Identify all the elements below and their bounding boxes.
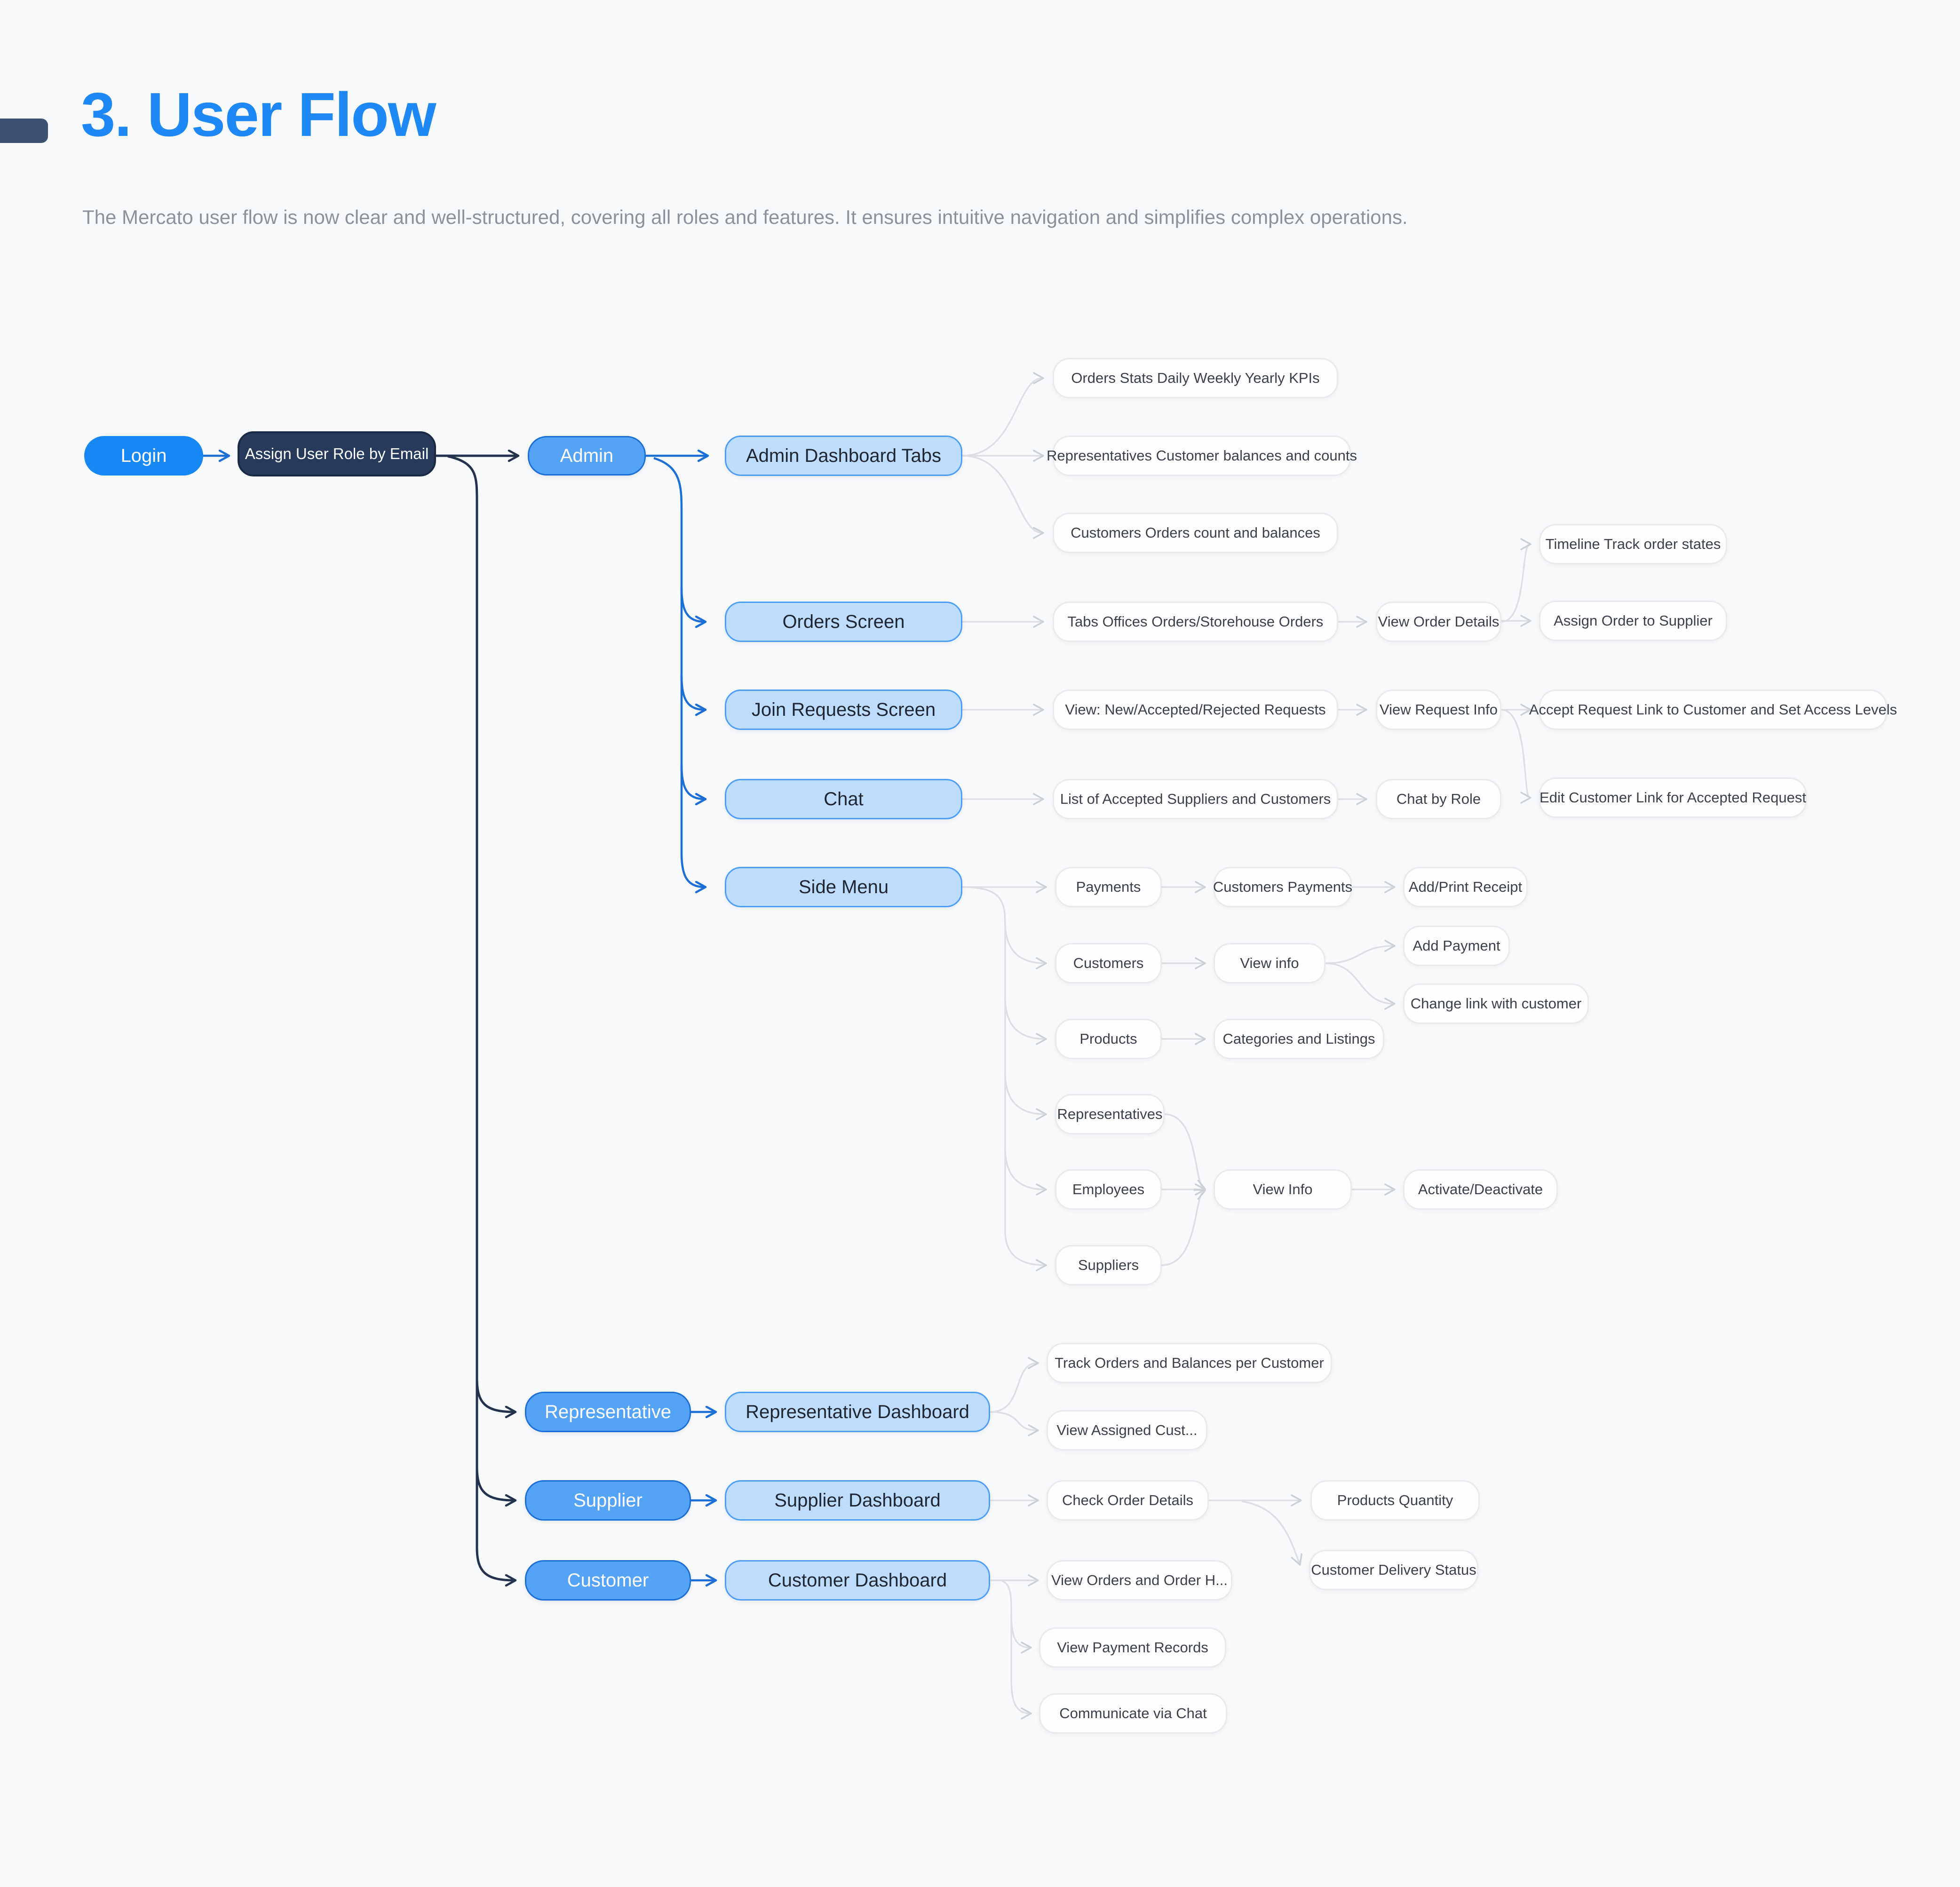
node-orders-screen: Orders Screen xyxy=(725,602,962,642)
title-accent-bar xyxy=(0,119,48,143)
node-orders-stats: Orders Stats Daily Weekly Yearly KPIs xyxy=(1053,358,1338,398)
node-representative: Representative xyxy=(525,1392,691,1432)
node-products: Products xyxy=(1055,1019,1162,1059)
node-list-accepted: List of Accepted Suppliers and Customers xyxy=(1053,779,1338,819)
node-view-order-details: View Order Details xyxy=(1376,602,1501,642)
node-admin: Admin xyxy=(528,436,646,476)
node-communicate-via-chat: Communicate via Chat xyxy=(1039,1693,1227,1734)
node-supplier: Supplier xyxy=(525,1480,691,1521)
node-categories-and-listings: Categories and Listings xyxy=(1214,1019,1384,1059)
node-representatives-customer-balances: Representatives Customer balances and co… xyxy=(1047,436,1357,476)
node-customers-orders-count: Customers Orders count and balances xyxy=(1053,513,1338,553)
node-representatives: Representatives xyxy=(1055,1094,1165,1134)
node-track-orders-balances: Track Orders and Balances per Customer xyxy=(1047,1343,1332,1383)
node-change-link-with-customer: Change link with customer xyxy=(1403,983,1589,1024)
node-view-info-customer: View info xyxy=(1214,943,1325,983)
node-login: Login xyxy=(84,436,203,476)
node-join-requests-screen: Join Requests Screen xyxy=(725,690,962,730)
node-accept-request-link: Accept Request Link to Customer and Set … xyxy=(1529,690,1897,730)
node-customer: Customer xyxy=(525,1560,691,1601)
node-view-orders-history: View Orders and Order H... xyxy=(1047,1560,1232,1601)
node-customers: Customers xyxy=(1055,943,1162,983)
node-timeline-track-order-states: Timeline Track order states xyxy=(1539,524,1727,564)
node-activate-deactivate: Activate/Deactivate xyxy=(1403,1169,1558,1210)
node-admin-dashboard-tabs: Admin Dashboard Tabs xyxy=(725,436,962,476)
node-view-requests: View: New/Accepted/Rejected Requests xyxy=(1053,690,1338,730)
node-employees: Employees xyxy=(1055,1169,1162,1210)
node-assign-user-role: Assign User Role by Email xyxy=(238,431,436,476)
node-products-quantity: Products Quantity xyxy=(1310,1480,1480,1521)
node-view-info-staff: View Info xyxy=(1214,1169,1352,1210)
node-chat-by-role: Chat by Role xyxy=(1376,779,1501,819)
node-add-print-receipt: Add/Print Receipt xyxy=(1403,867,1528,907)
node-tabs-offices-orders: Tabs Offices Orders/Storehouse Orders xyxy=(1053,602,1338,642)
node-customers-payments: Customers Payments xyxy=(1213,867,1352,907)
node-edit-customer-link: Edit Customer Link for Accepted Request xyxy=(1539,777,1807,818)
node-add-payment: Add Payment xyxy=(1403,926,1510,966)
node-view-assigned-customers: View Assigned Cust... xyxy=(1047,1410,1207,1451)
node-payments: Payments xyxy=(1055,867,1162,907)
node-supplier-dashboard: Supplier Dashboard xyxy=(725,1480,990,1521)
node-customer-delivery-status: Customer Delivery Status xyxy=(1309,1550,1478,1590)
page-subtitle: The Mercato user flow is now clear and w… xyxy=(82,206,1408,228)
node-side-menu: Side Menu xyxy=(725,867,962,907)
node-suppliers: Suppliers xyxy=(1055,1245,1162,1285)
node-customer-dashboard: Customer Dashboard xyxy=(725,1560,990,1601)
node-representative-dashboard: Representative Dashboard xyxy=(725,1392,990,1432)
node-chat: Chat xyxy=(725,779,962,819)
node-check-order-details: Check Order Details xyxy=(1047,1480,1209,1521)
node-view-request-info: View Request Info xyxy=(1376,690,1501,730)
node-assign-order-to-supplier: Assign Order to Supplier xyxy=(1539,601,1727,641)
page-title: 3. User Flow xyxy=(81,80,436,149)
node-view-payment-records: View Payment Records xyxy=(1039,1627,1226,1668)
